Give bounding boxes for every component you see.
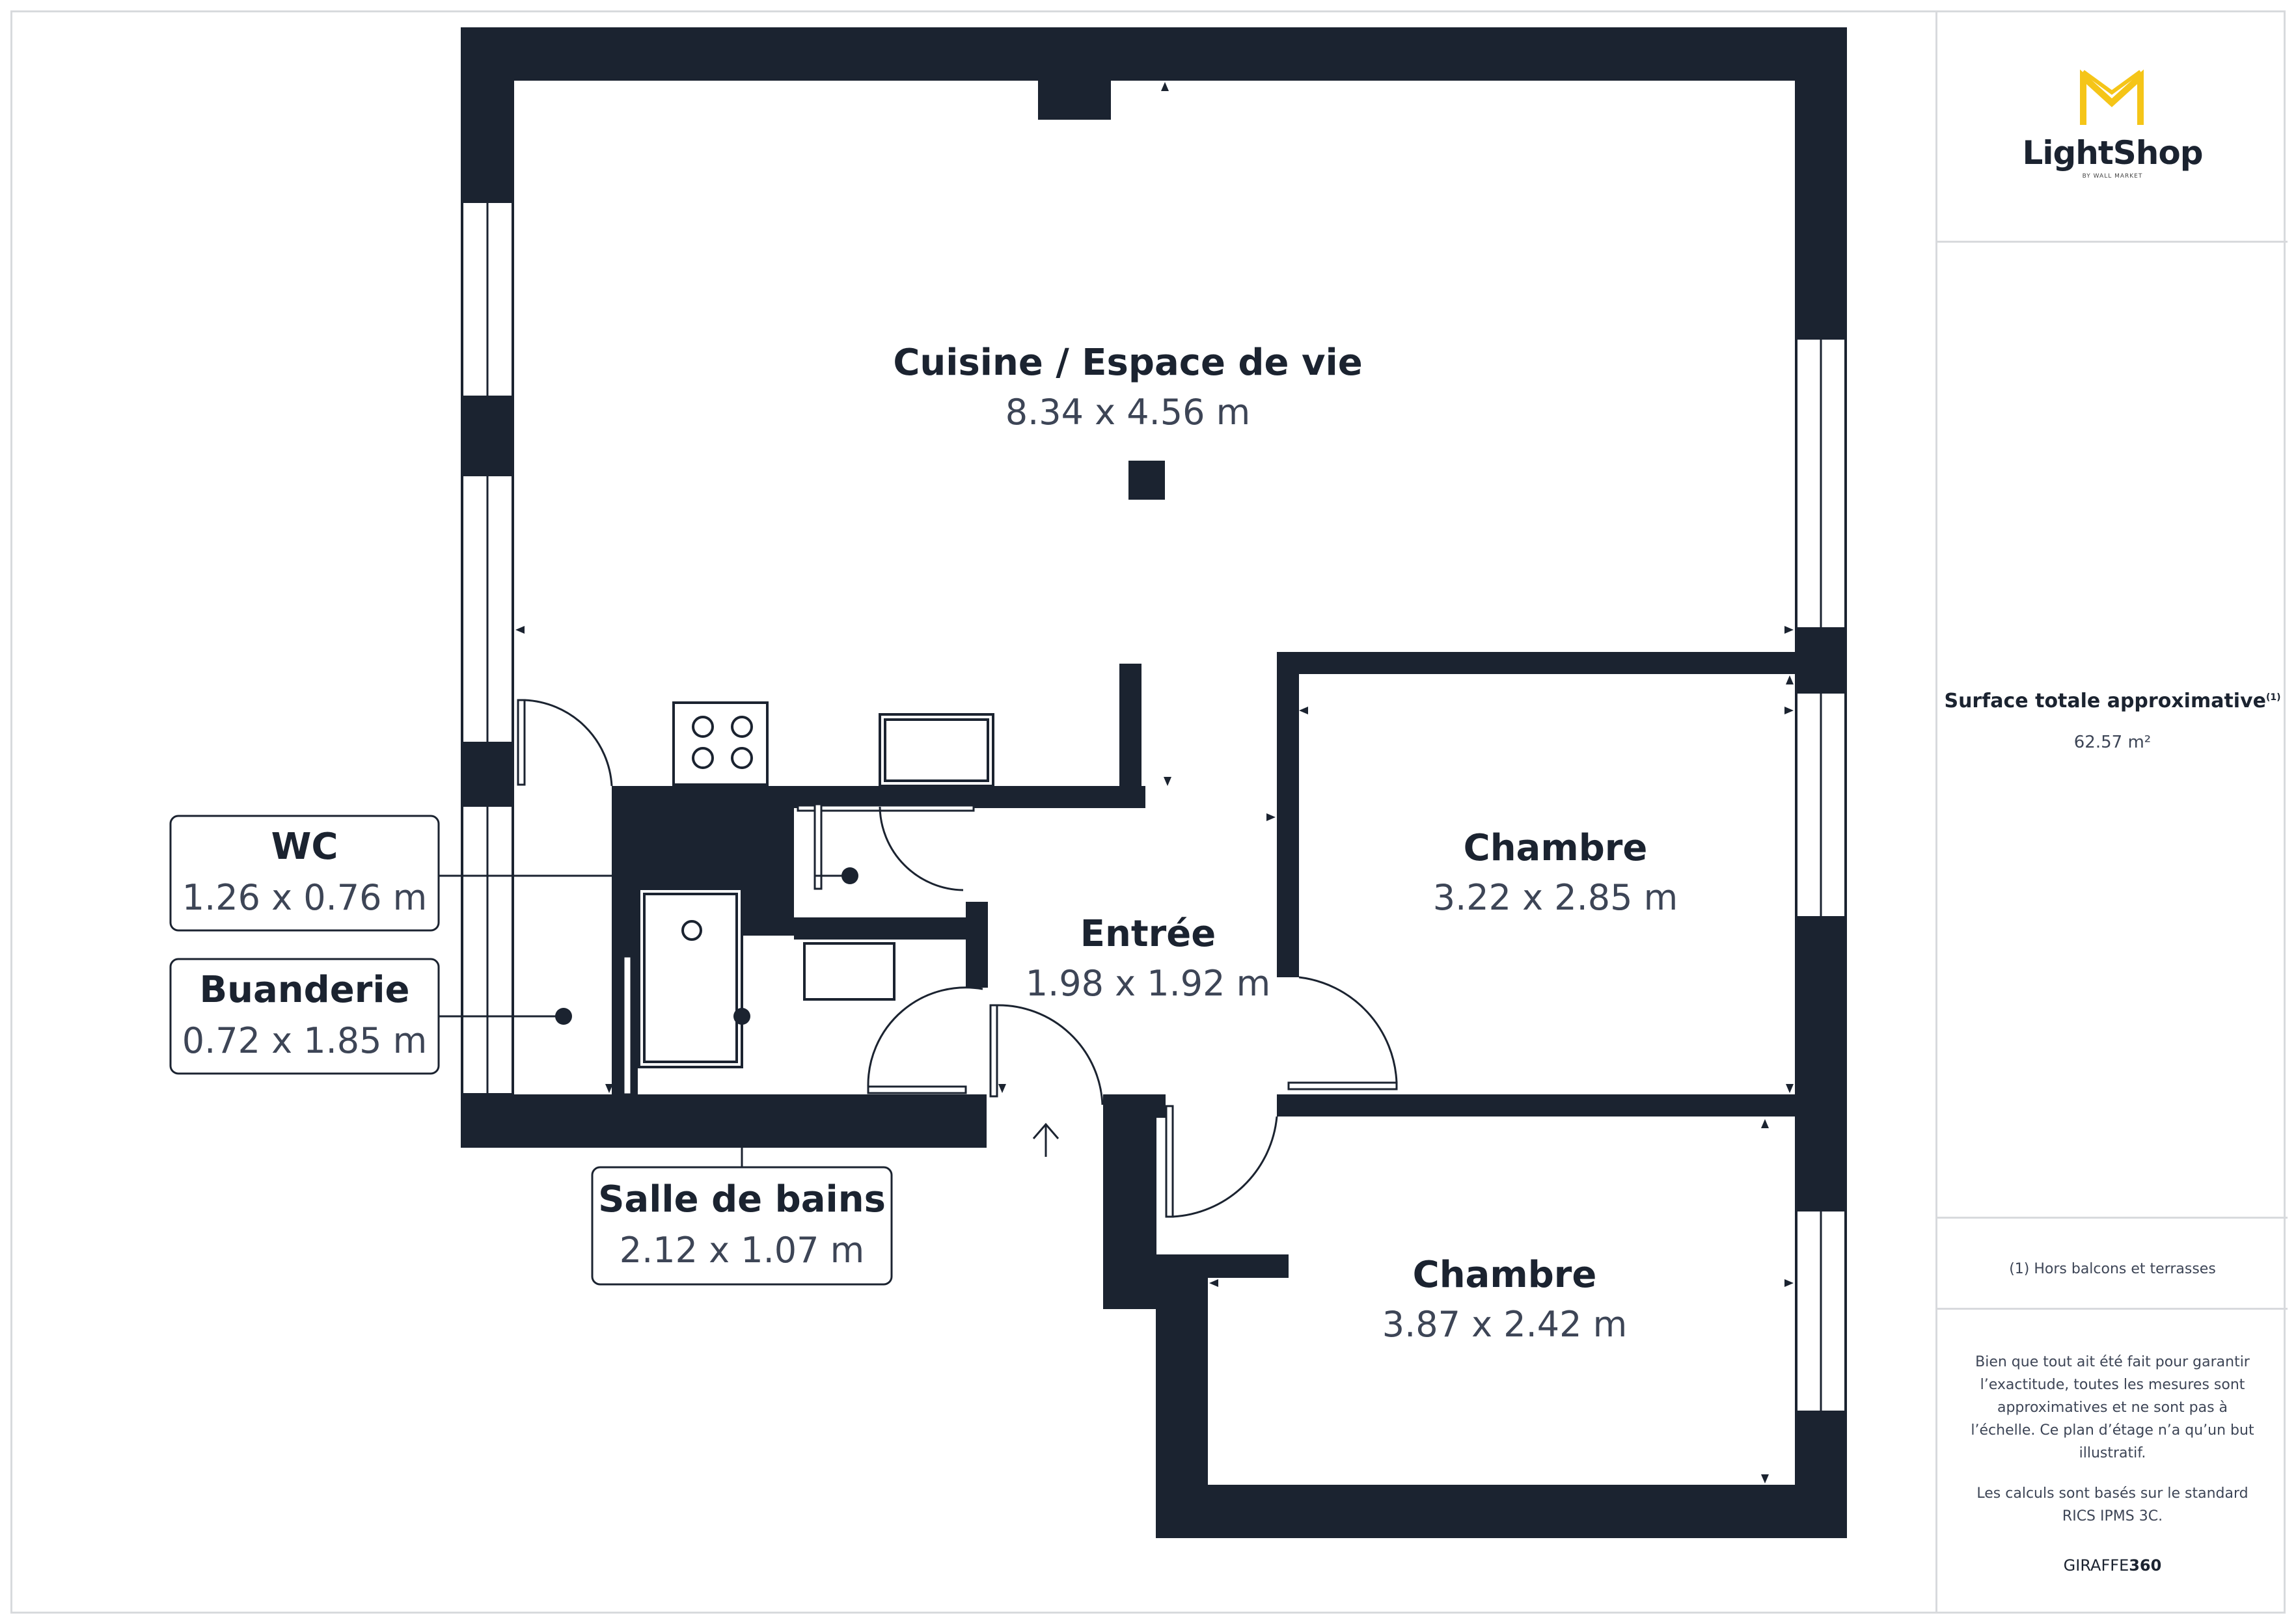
room-dims-living: 8.34 x 4.56 m	[1005, 392, 1251, 433]
room-dims-entree: 1.98 x 1.92 m	[1026, 963, 1271, 1004]
doors	[517, 699, 1398, 1218]
sidebar: LightShop BY WALL MARKET Surface totale …	[1935, 10, 2288, 1614]
disclaimer-text: Bien que tout ait été fait pour garantir…	[1971, 1354, 2254, 1461]
room-name-chambre-2: Chambre	[1413, 1254, 1597, 1296]
counter-edge	[797, 804, 975, 812]
brand-footer: GIRAFFE360	[2063, 1556, 2162, 1575]
logo: LightShop BY WALL MARKET	[1937, 10, 2288, 241]
room-name-salle-de-bains: Salle de bains	[598, 1178, 886, 1221]
floor-plan: Cuisine / Espace de vie 8.34 x 4.56 m En…	[169, 27, 1847, 1538]
logo-text: LightShop	[2022, 134, 2203, 172]
room-dims-wc: 1.26 x 0.76 m	[182, 877, 428, 918]
cooktop	[672, 701, 769, 786]
walls	[461, 27, 1847, 1538]
logo-subtext: BY WALL MARKET	[2082, 173, 2143, 180]
room-dims-chambre-1: 3.22 x 2.85 m	[1433, 877, 1678, 918]
entrance-arrow-icon	[1032, 1122, 1059, 1157]
room-name-chambre-1: Chambre	[1464, 827, 1648, 869]
page-frame	[10, 10, 2286, 1614]
room-dims-chambre-2: 3.87 x 2.42 m	[1382, 1304, 1628, 1345]
footnote: (1) Hors balcons et terrasses	[2009, 1261, 2216, 1277]
shower	[638, 887, 743, 1068]
lightshop-logo-icon	[2080, 69, 2144, 125]
window-mullions	[486, 202, 1822, 1412]
leader-lines	[439, 874, 850, 1167]
calculation-note: Les calculs sont basés sur le standard R…	[1976, 1485, 2248, 1524]
room-name-buanderie: Buanderie	[199, 969, 409, 1011]
room-name-wc: WC	[271, 826, 338, 868]
bathroom-sink	[803, 942, 895, 1001]
room-name-living: Cuisine / Espace de vie	[893, 342, 1362, 384]
surface-value: 62.57 m²	[2073, 733, 2152, 752]
surface-label: Surface totale approximative(1)	[1944, 690, 2281, 712]
divider	[1937, 241, 2288, 243]
room-dims-salle-de-bains: 2.12 x 1.07 m	[620, 1230, 865, 1271]
divider	[1937, 1308, 2288, 1310]
room-dims-buanderie: 0.72 x 1.85 m	[182, 1020, 428, 1061]
measure-ticks	[515, 82, 1794, 1483]
divider	[1937, 1217, 2288, 1219]
room-name-entree: Entrée	[1080, 913, 1216, 955]
kitchen-sink	[879, 713, 994, 787]
callout-salle-de-bains: Salle de bains 2.12 x 1.07 m	[591, 1166, 893, 1286]
leader-dots	[555, 867, 858, 1025]
column	[1128, 461, 1165, 500]
callout-buanderie: Buanderie 0.72 x 1.85 m	[169, 958, 440, 1075]
callout-wc: WC 1.26 x 0.76 m	[169, 815, 440, 932]
